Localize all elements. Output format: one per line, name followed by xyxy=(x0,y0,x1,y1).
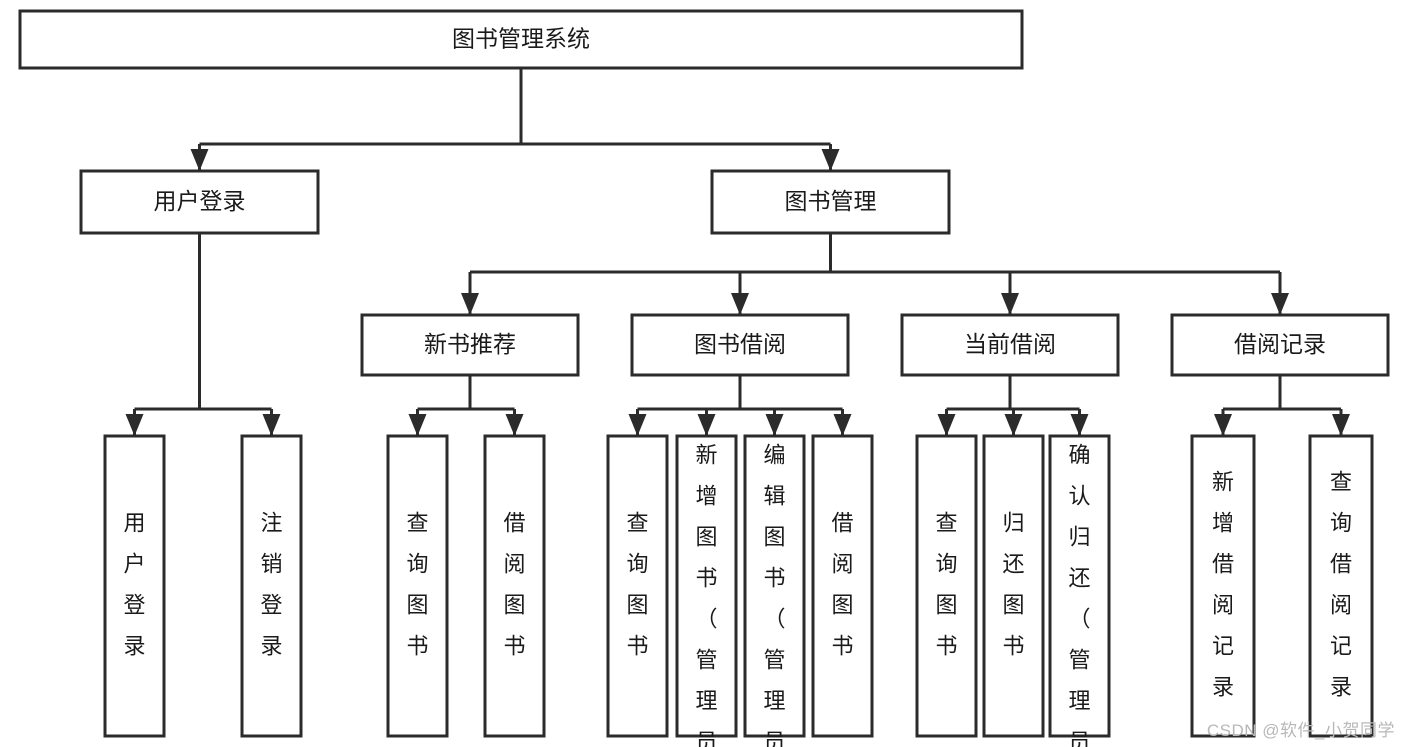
node-root-label: 图书管理系统 xyxy=(452,26,590,52)
leaf-1-2-label: 编辑图书（管理员） xyxy=(763,443,785,747)
arrow-head-icon xyxy=(125,414,144,436)
leaf-1-3-label: 借阅图书 xyxy=(831,511,853,659)
node-level3-2-label: 当前借阅 xyxy=(964,331,1056,357)
node-level3-1-box xyxy=(630,313,850,377)
node-level2-1-box xyxy=(710,169,951,235)
arrow-head-icon xyxy=(1001,293,1019,315)
leaf-1-1-box xyxy=(675,434,738,738)
leaf-3-0-label: 新增借阅记录 xyxy=(1212,470,1234,700)
leaf-3-0[interactable]: 新增借阅记录 xyxy=(1190,434,1256,738)
leaf-2-2-label: 确认归还（管理员） xyxy=(1068,443,1090,747)
leaf-1-3-box xyxy=(811,434,874,738)
leaf-1-1-label: 新增图书（管理员） xyxy=(695,443,717,747)
leaf-0-1-label: 借阅图书 xyxy=(503,511,525,659)
arrow-head-icon xyxy=(937,414,956,436)
node-level3-1[interactable]: 图书借阅 xyxy=(630,313,850,377)
node-level3-0-label: 新书推荐 xyxy=(424,331,516,357)
leaf-user-1[interactable]: 注销登录 xyxy=(240,434,303,738)
leaf-1-0-label: 查询图书 xyxy=(626,511,648,659)
node-level3-0-box xyxy=(360,313,580,377)
leaf-2-1[interactable]: 归还图书 xyxy=(982,434,1045,738)
node-level2-1-label: 图书管理 xyxy=(785,188,877,214)
arrow-head-icon xyxy=(833,414,852,436)
node-level3-1-label: 图书借阅 xyxy=(694,331,786,357)
arrow-head-icon xyxy=(1214,414,1232,436)
leaf-2-0-label: 查询图书 xyxy=(935,511,957,659)
leaf-user-0-box xyxy=(103,434,166,738)
node-level2-1[interactable]: 图书管理 xyxy=(710,169,951,235)
arrow-head-icon xyxy=(1070,414,1089,436)
node-level3-3-label: 借阅记录 xyxy=(1234,331,1326,357)
leaf-user-0[interactable]: 用户登录 xyxy=(103,434,166,738)
leaf-1-2[interactable]: 编辑图书（管理员） xyxy=(743,434,806,747)
node-level3-2-box xyxy=(900,313,1120,377)
leaf-3-0-box xyxy=(1190,434,1256,738)
leaf-user-1-label: 注销登录 xyxy=(260,511,282,659)
node-root-box xyxy=(18,9,1024,70)
leaf-1-2-box xyxy=(743,434,806,738)
node-level2-0[interactable]: 用户登录 xyxy=(79,169,320,235)
arrow-head-icon xyxy=(408,414,427,436)
arrow-head-icon xyxy=(262,414,281,436)
node-level3-0[interactable]: 新书推荐 xyxy=(360,313,580,377)
leaf-1-3[interactable]: 借阅图书 xyxy=(811,434,874,738)
leaf-2-2[interactable]: 确认归还（管理员） xyxy=(1048,434,1111,747)
node-root[interactable]: 图书管理系统 xyxy=(18,9,1024,70)
leaf-3-1-box xyxy=(1308,434,1374,738)
leaf-0-0[interactable]: 查询图书 xyxy=(386,434,449,738)
node-level3-3[interactable]: 借阅记录 xyxy=(1170,313,1390,377)
arrow-head-icon xyxy=(697,414,716,436)
connector-lines xyxy=(125,68,1350,436)
leaf-0-1-box xyxy=(483,434,546,738)
leaf-0-0-box xyxy=(386,434,449,738)
leaf-2-0[interactable]: 查询图书 xyxy=(915,434,978,738)
arrow-head-icon xyxy=(1004,414,1023,436)
node-boxes: 图书管理系统用户登录图书管理用户登录注销登录新书推荐查询图书借阅图书图书借阅查询… xyxy=(18,9,1390,747)
arrow-head-icon xyxy=(461,293,479,315)
node-level3-2[interactable]: 当前借阅 xyxy=(900,313,1120,377)
node-level2-0-box xyxy=(79,169,320,235)
arrow-head-icon xyxy=(505,414,524,436)
leaf-2-0-box xyxy=(915,434,978,738)
leaf-2-2-box xyxy=(1048,434,1111,738)
arrow-head-icon xyxy=(628,414,647,436)
arrow-head-icon xyxy=(821,149,840,171)
arrow-head-icon xyxy=(1271,293,1289,315)
watermark-text: CSDN @软件_小贺同学 xyxy=(1206,721,1395,740)
node-level2-0-label: 用户登录 xyxy=(154,188,246,214)
leaf-user-0-label: 用户登录 xyxy=(123,511,145,659)
arrow-head-icon xyxy=(1332,414,1350,436)
leaf-2-1-label: 归还图书 xyxy=(1002,511,1024,659)
leaf-0-1[interactable]: 借阅图书 xyxy=(483,434,546,738)
arrow-head-icon xyxy=(190,149,209,171)
leaf-3-1-label: 查询借阅记录 xyxy=(1330,470,1352,700)
leaf-0-0-label: 查询图书 xyxy=(406,511,428,659)
leaf-3-1[interactable]: 查询借阅记录 xyxy=(1308,434,1374,738)
leaf-1-1[interactable]: 新增图书（管理员） xyxy=(675,434,738,747)
leaf-1-0[interactable]: 查询图书 xyxy=(606,434,669,738)
arrow-head-icon xyxy=(765,414,784,436)
leaf-2-1-box xyxy=(982,434,1045,738)
node-level3-3-box xyxy=(1170,313,1390,377)
leaf-user-1-box xyxy=(240,434,303,738)
arrow-head-icon xyxy=(731,293,749,315)
leaf-1-0-box xyxy=(606,434,669,738)
